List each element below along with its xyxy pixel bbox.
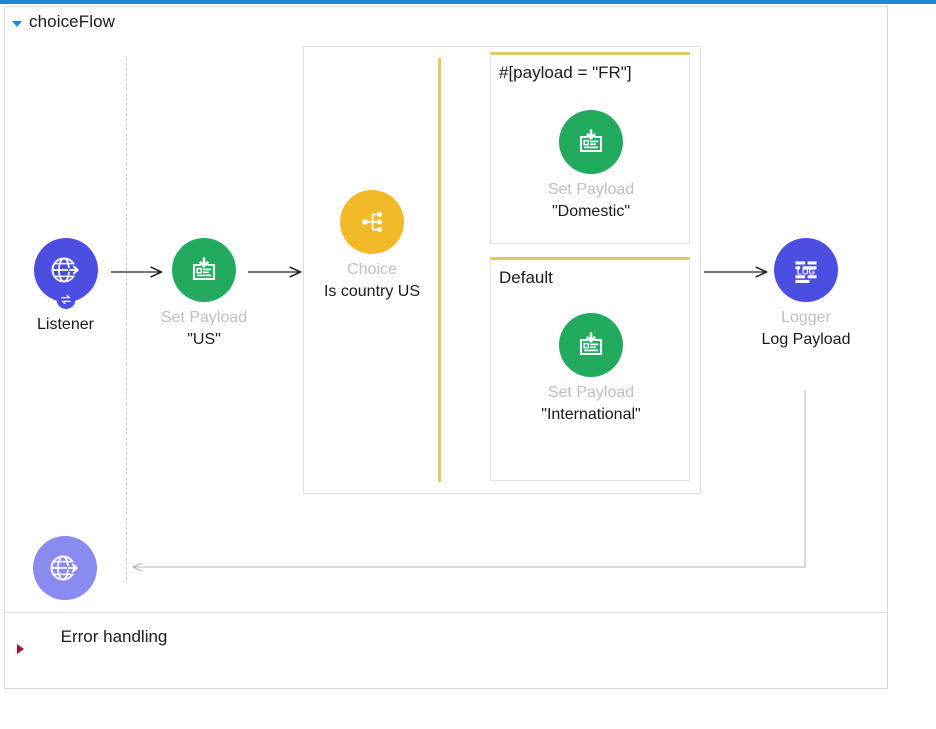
choice-branch-1: Default Set Payload "International" [490, 257, 690, 481]
globe-arrow-icon [51, 257, 81, 283]
triangle-right-icon[interactable] [17, 644, 24, 654]
exchange-icon [56, 290, 75, 309]
set-payload-icon [579, 129, 603, 153]
flow-title-row[interactable]: choiceFlow [12, 12, 115, 32]
choice-branch-icon [362, 212, 382, 232]
logger-type: Logger [781, 309, 831, 326]
error-section-divider [5, 612, 887, 613]
svg-text:LOG: LOG [797, 267, 815, 277]
set-payload-international-type: Set Payload [547, 384, 635, 401]
set-payload-us-type: Set Payload [160, 309, 248, 326]
node-response[interactable] [33, 536, 97, 600]
choice-branch-0: #[payload = "FR"] Set Payload "Domestic" [490, 52, 690, 244]
set-payload-domestic-name: "Domestic" [551, 202, 631, 220]
logger-name: Log Payload [761, 330, 851, 348]
logger-icon-circle[interactable]: LOG [774, 238, 838, 302]
choice-type: Choice [347, 261, 397, 278]
globe-arrow-icon [50, 555, 80, 581]
flow-title-text: choiceFlow [29, 12, 116, 31]
set-payload-icon-circle[interactable] [172, 238, 236, 302]
node-choice[interactable]: Choice Is country US [316, 190, 428, 301]
response-icon-circle[interactable] [33, 536, 97, 600]
choice-icon-circle[interactable] [340, 190, 404, 254]
error-handling-section[interactable]: Error handling [5, 612, 887, 688]
set-payload-icon-circle[interactable] [559, 313, 623, 377]
listener-label: Listener [37, 316, 94, 333]
choice-branch-0-label: #[payload = "FR"] [499, 63, 632, 82]
node-listener[interactable]: Listener [13, 238, 118, 335]
set-payload-domestic-type: Set Payload [547, 181, 635, 198]
set-payload-international-name: "International" [541, 405, 641, 423]
set-payload-icon [192, 257, 216, 281]
listener-icon-circle[interactable] [33, 238, 98, 309]
node-set-payload-us[interactable]: Set Payload "US" [148, 238, 260, 349]
set-payload-us-name: "US" [187, 330, 221, 348]
choice-spine [438, 58, 441, 482]
error-handling-label: Error handling [60, 627, 168, 646]
node-set-payload-domestic[interactable]: Set Payload "Domestic" [535, 110, 647, 221]
triangle-down-icon[interactable] [12, 20, 22, 27]
choice-branch-1-label: Default [499, 268, 553, 287]
node-set-payload-international[interactable]: Set Payload "International" [535, 313, 647, 424]
source-divider [126, 58, 127, 580]
choice-name: Is country US [323, 282, 421, 300]
log-icon: LOG [795, 261, 817, 283]
node-logger[interactable]: LOG Logger Log Payload [750, 238, 862, 349]
set-payload-icon [579, 332, 603, 356]
top-accent-bar [0, 0, 936, 4]
set-payload-icon-circle[interactable] [559, 110, 623, 174]
